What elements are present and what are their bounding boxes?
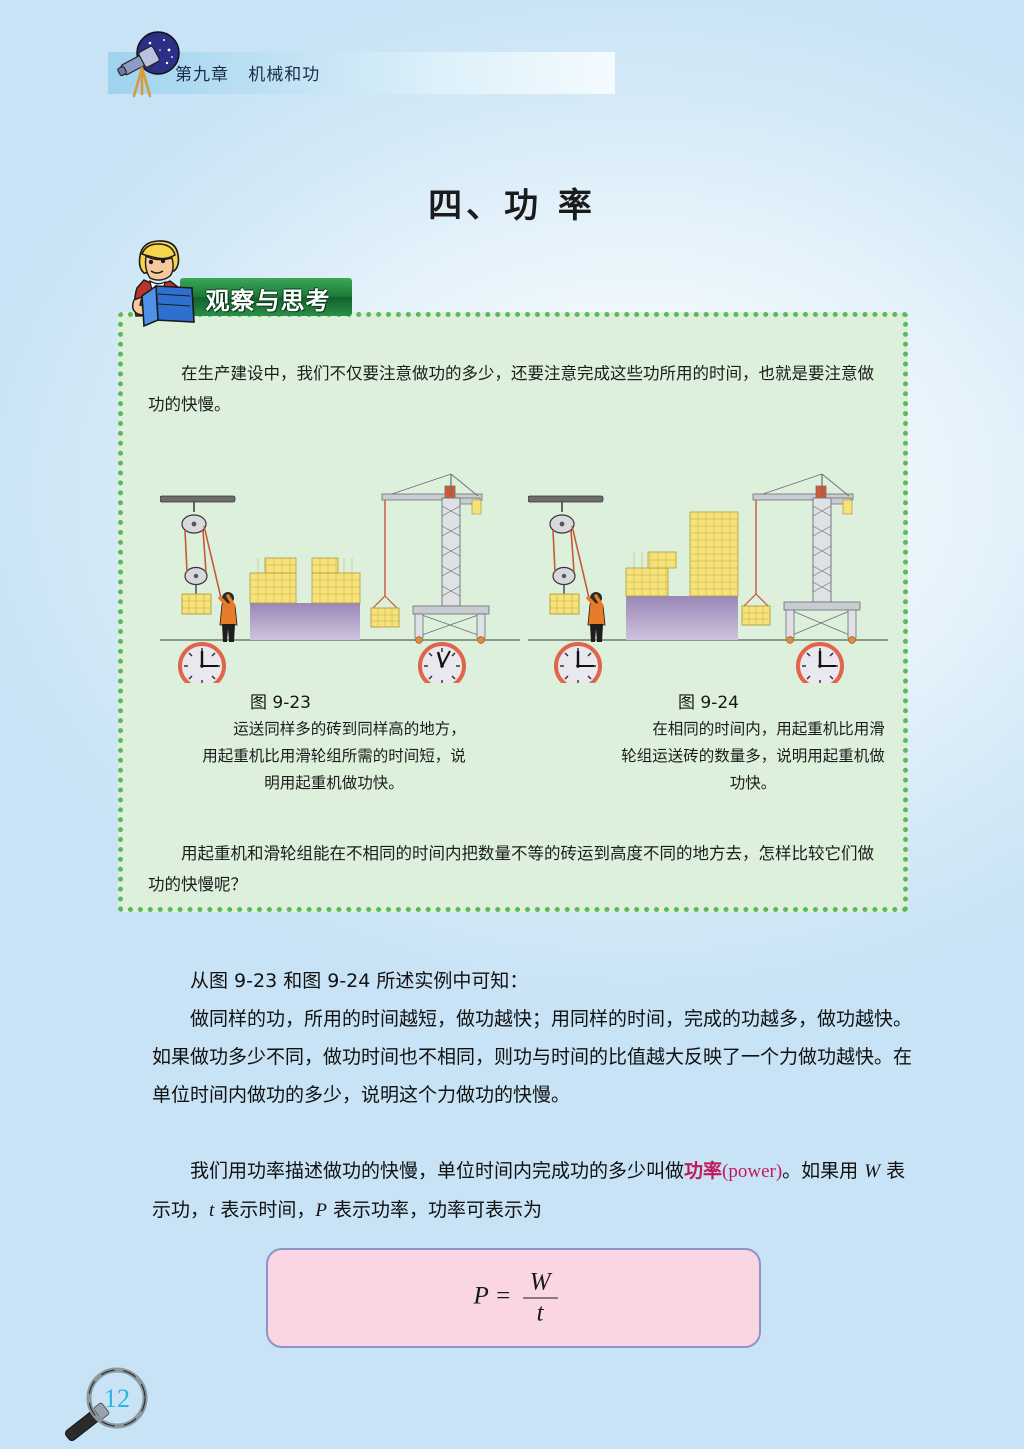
brick-stacks-left bbox=[249, 557, 361, 640]
symbol-p: P bbox=[315, 1200, 327, 1221]
keyword-power-en: (power) bbox=[722, 1161, 783, 1182]
tower-crane-right bbox=[752, 473, 861, 644]
figure-9-24-number: 图 9-24 bbox=[678, 693, 739, 713]
observe-intro-text: 在生产建设中，我们不仅要注意做功的多少，还要注意完成这些功所用的时间，也就是要注… bbox=[148, 364, 874, 414]
crane-load-left bbox=[370, 500, 400, 628]
pulley-system bbox=[160, 495, 236, 615]
badge-label-plate bbox=[180, 278, 352, 316]
page-footer: 12 bbox=[58, 1348, 188, 1444]
body-p3-lead: 我们用功率描述做功的快慢，单位时间内完成功的多少叫做 bbox=[190, 1160, 685, 1182]
body-paragraph-3: 我们用功率描述做功的快慢，单位时间内完成功的多少叫做功率(power)。如果用 … bbox=[152, 1152, 924, 1230]
chapter-title: 第九章 机械和功 bbox=[175, 65, 321, 85]
clock-right-9-24 bbox=[796, 642, 844, 683]
observe-and-think-badge: 观察与思考 bbox=[120, 238, 352, 330]
formula-numerator: W bbox=[529, 1268, 551, 1296]
formula-equals: = bbox=[494, 1282, 512, 1310]
body-p3-b: 。如果用 bbox=[782, 1160, 865, 1182]
figure-9-23-caption: 运送同样多的砖到同样高的地方，用起重机比用滑轮组所需的时间短，说明用起重机做功快… bbox=[202, 720, 466, 792]
observe-closing-question: 用起重机和滑轮组能在不相同的时间内把数量不等的砖运到高度不同的地方去，怎样比较它… bbox=[148, 844, 874, 894]
figure-9-23-illustration bbox=[160, 473, 520, 683]
formula-fraction: W t bbox=[522, 1268, 558, 1328]
body-paragraph-1: 从图 9-23 和图 9-24 所述实例中可知： bbox=[190, 970, 529, 992]
figure-9-24-illustration bbox=[528, 473, 888, 683]
body-p3-c: 表示功， bbox=[152, 1160, 906, 1221]
body-paragraph-2: 做同样的功，所用的时间越短，做功越快；用同样的时间，完成的功越多，做功越快。如果… bbox=[152, 1008, 913, 1106]
power-formula: P = W t bbox=[268, 1269, 763, 1328]
formula-denominator: t bbox=[522, 1297, 558, 1328]
symbol-t: t bbox=[209, 1200, 215, 1221]
crane-load-right bbox=[741, 500, 771, 626]
pulley-system bbox=[528, 495, 604, 615]
page-title: 四、功 率 bbox=[428, 186, 596, 226]
figure-9-24-caption: 在相同的时间内，用起重机比用滑轮组运送砖的数量多，说明用起重机做功快。 bbox=[621, 720, 885, 792]
tower-crane-left bbox=[381, 473, 490, 644]
page-number: 12 bbox=[104, 1384, 130, 1413]
body-p3-d: 表示时间， bbox=[214, 1199, 316, 1221]
clock-right-9-23 bbox=[418, 642, 466, 683]
worker-figure bbox=[586, 592, 606, 642]
telescope-icon bbox=[117, 31, 180, 98]
brick-stacks-right bbox=[625, 511, 739, 640]
chapter-header-band bbox=[108, 52, 615, 94]
symbol-w: W bbox=[864, 1161, 881, 1182]
worker-figure bbox=[218, 592, 238, 642]
boy-reading-book-icon bbox=[131, 240, 195, 328]
keyword-power-cn: 功率 bbox=[684, 1160, 723, 1182]
formula-box: P = W t bbox=[266, 1248, 761, 1348]
formula-lhs: P bbox=[473, 1282, 489, 1310]
badge-label: 观察与思考 bbox=[205, 287, 331, 315]
magnifier-icon bbox=[64, 1367, 148, 1442]
figure-9-23-number: 图 9-23 bbox=[250, 693, 311, 713]
clock-left-9-24 bbox=[554, 642, 602, 683]
clock-left-9-23 bbox=[178, 642, 226, 683]
observe-and-think-box bbox=[118, 312, 908, 912]
chapter-header: 第九章 机械和功 bbox=[0, 31, 615, 98]
body-p3-e: 表示功率，功率可表示为 bbox=[326, 1199, 542, 1221]
